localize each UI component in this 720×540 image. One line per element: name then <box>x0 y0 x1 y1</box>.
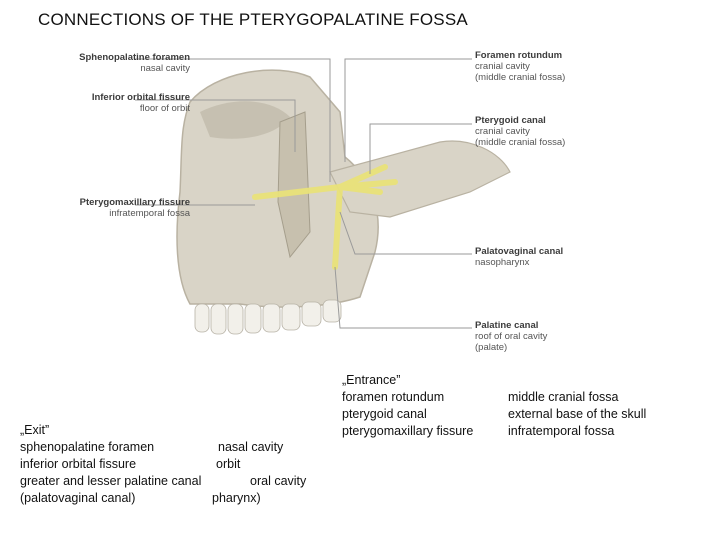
label-heading: Palatovaginal canal <box>475 246 564 257</box>
entrance-structure: pterygoid canal <box>342 407 427 421</box>
exit-structure: greater and lesser palatine canal <box>20 474 202 488</box>
label-sub: infratemporal fossa <box>109 208 190 219</box>
label-sub: cranial cavity <box>475 126 530 137</box>
entrance-region: external base of the skull <box>508 407 647 421</box>
label-heading: Foramen rotundum <box>475 50 563 61</box>
canal-pathways <box>252 164 398 270</box>
label-foramen-rotundum: Foramen rotundum cranial cavity (middle … <box>475 50 580 83</box>
sphenoid-bone <box>329 140 511 218</box>
label-palatine-canal: Palatine canal roof of oral cavity (pala… <box>475 320 580 353</box>
label-inferior-orbital-fissure: Inferior orbital fissure floor of orbit <box>40 92 190 114</box>
skull-illustration: Sphenopalatine foramen nasal cavity Infe… <box>40 42 580 353</box>
entrance-region: middle cranial fossa <box>508 390 619 404</box>
entrance-structure: foramen rotundum <box>342 390 445 404</box>
exit-region: nasal cavity <box>218 440 284 454</box>
exit-region: pharynx) <box>212 491 261 505</box>
label-pterygoid-canal: Pterygoid canal cranial cavity (middle c… <box>475 115 580 148</box>
leader-lines <box>135 58 472 329</box>
pterygoid-plate <box>277 111 311 259</box>
exit-heading: „Exit” <box>20 423 50 437</box>
exit-region: orbit <box>216 457 241 471</box>
entrance-list: „Entrance” foramen rotundum middle crani… <box>342 372 712 440</box>
exit-structure: (palatovaginal canal) <box>20 491 136 505</box>
label-sub: (middle cranial fossa) <box>475 72 566 83</box>
teeth <box>194 299 342 335</box>
label-sphenopalatine-foramen: Sphenopalatine foramen nasal cavity <box>40 52 190 74</box>
label-sub: cranial cavity <box>475 61 530 72</box>
label-palatovaginal-canal: Palatovaginal canal nasopharynx <box>475 246 580 268</box>
label-heading: Sphenopalatine foramen <box>79 52 190 63</box>
entrance-heading: „Entrance” <box>342 373 401 387</box>
label-heading: Pterygoid canal <box>475 115 546 126</box>
list-item: (palatovaginal canal) pharynx) <box>20 490 340 507</box>
list-item: inferior orbital fissure orbit <box>20 456 340 473</box>
label-sub: roof of oral cavity (palate) <box>475 331 548 353</box>
list-item: pterygoid canal external base of the sku… <box>342 406 712 423</box>
exit-structure: inferior orbital fissure <box>20 457 137 471</box>
label-pterygomaxillary-fissure: Pterygomaxillary fissure infratemporal f… <box>40 197 190 219</box>
exit-list: „Exit” sphenopalatine foramen nasal cavi… <box>20 422 340 507</box>
exit-structure: sphenopalatine foramen <box>20 440 155 454</box>
skull-drawing <box>135 58 511 335</box>
list-item: foramen rotundum middle cranial fossa <box>342 389 712 406</box>
entrance-region: infratemporal fossa <box>508 424 615 438</box>
label-heading: Palatine canal <box>475 320 539 331</box>
list-item: greater and lesser palatine canal oral c… <box>20 473 340 490</box>
orbit-shadow <box>200 101 290 139</box>
label-sub: (middle cranial fossa) <box>475 137 566 148</box>
exit-region: oral cavity <box>250 474 307 488</box>
label-heading: Inferior orbital fissure <box>91 92 190 103</box>
label-heading: Pterygomaxillary fissure <box>79 197 190 208</box>
page-title: CONNECTIONS OF THE PTERYGOPALATINE FOSSA <box>38 10 468 29</box>
entrance-structure: pterygomaxillary fissure <box>342 424 474 438</box>
list-item: sphenopalatine foramen nasal cavity <box>20 439 340 456</box>
label-sub: nasopharynx <box>475 257 530 268</box>
list-item: pterygomaxillary fissure infratemporal f… <box>342 423 712 440</box>
label-sub: floor of orbit <box>139 103 190 114</box>
label-sub: nasal cavity <box>140 63 190 74</box>
